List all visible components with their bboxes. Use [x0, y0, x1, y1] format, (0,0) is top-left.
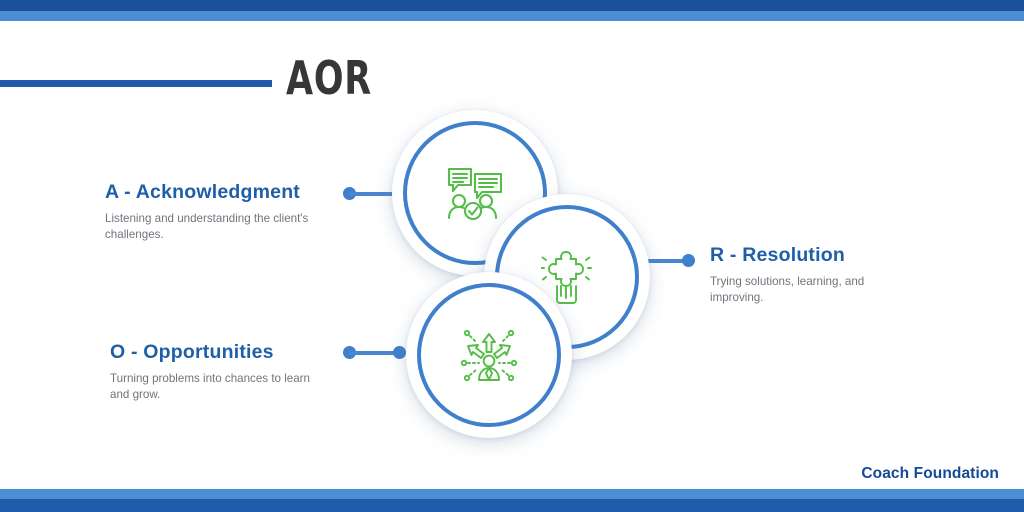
item-description-opportunities: Turning problems into chances to learn a… — [110, 372, 310, 402]
item-resolution: R - Resolution Trying solutions, learnin… — [710, 244, 910, 307]
people-speech-bubbles-check-icon — [446, 166, 504, 220]
page-title: AOR — [286, 51, 372, 105]
item-heading-opportunities: O - Opportunities — [110, 341, 274, 363]
circle-acknowledgment — [392, 110, 558, 276]
connector-line — [349, 351, 400, 355]
circle-opportunities — [406, 272, 572, 438]
connector-dot-outer — [682, 254, 695, 267]
top-band-dark — [0, 0, 1024, 11]
bottom-band-dark — [0, 499, 1024, 512]
connector-dot-inner — [393, 346, 406, 359]
title-rule — [0, 80, 272, 87]
connector-line — [638, 259, 689, 263]
item-description-resolution: Trying solutions, learning, and improvin… — [710, 275, 865, 305]
item-description-acknowledgment: Listening and understanding the client's… — [105, 212, 309, 242]
circle-inner-opportunities — [417, 283, 561, 427]
item-acknowledgment: A - Acknowledgment Listening and underst… — [105, 181, 317, 244]
footer-brand: Coach Foundation — [861, 465, 999, 482]
connector-line — [349, 192, 400, 196]
hand-puzzle-piece-icon — [541, 250, 593, 304]
bottom-band-light — [0, 489, 1024, 499]
item-heading-acknowledgment: A - Acknowledgment — [105, 181, 301, 203]
item-opportunities: O - Opportunities Turning problems into … — [110, 341, 322, 404]
item-heading-resolution: R - Resolution — [710, 244, 845, 266]
circle-inner-acknowledgment — [403, 121, 547, 265]
connector-opportunities — [343, 346, 406, 360]
top-band-light — [0, 11, 1024, 21]
person-arrows-network-icon — [460, 326, 518, 384]
